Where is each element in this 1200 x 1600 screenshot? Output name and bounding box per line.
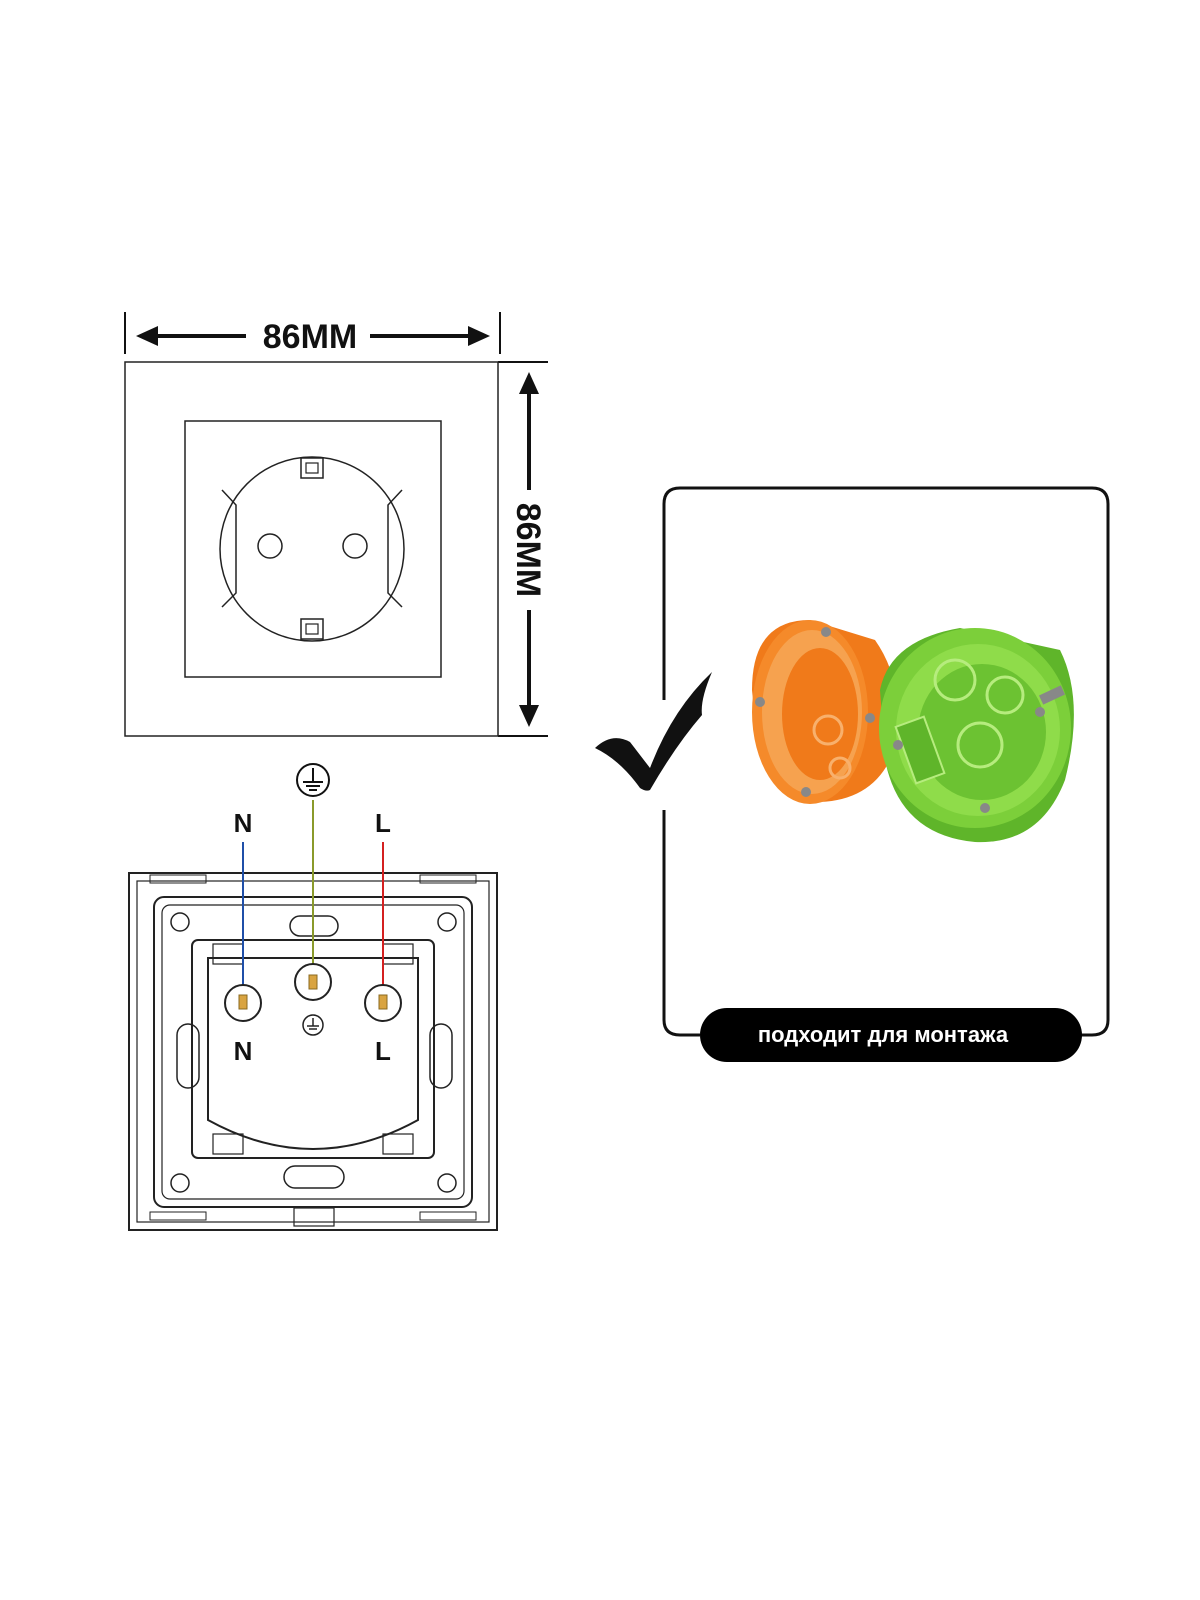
socket-pin-hole-right: [342, 533, 368, 559]
neutral-label-bottom: N: [234, 1036, 253, 1066]
live-label-bottom: L: [375, 1036, 391, 1066]
mounting-badge: подходит для монтажа: [700, 1008, 1082, 1062]
earth-ground-icon: [302, 1014, 324, 1036]
green-junction-box: [879, 628, 1074, 843]
check-mark-icon: [595, 672, 712, 791]
width-label: 86MM: [263, 318, 357, 356]
earth-ground-icon: [296, 763, 330, 797]
ground-terminal: [294, 963, 332, 1001]
live-terminal: [364, 984, 402, 1022]
mounting-panel: [662, 486, 1110, 1037]
orange-junction-box: [752, 620, 898, 804]
neutral-label-top: N: [234, 808, 253, 838]
ground-symbol: [296, 763, 330, 797]
neutral-terminal: [224, 984, 262, 1022]
mounting-badge-text: подходит для монтажа: [758, 1022, 1009, 1047]
socket-pin-hole-left: [257, 533, 283, 559]
height-label: 86MM: [509, 503, 547, 597]
height-dimension: 86MM: [498, 361, 548, 737]
width-dimension: 86MM: [124, 312, 501, 356]
socket-front-view: [124, 361, 499, 737]
live-label-top: L: [375, 808, 391, 838]
